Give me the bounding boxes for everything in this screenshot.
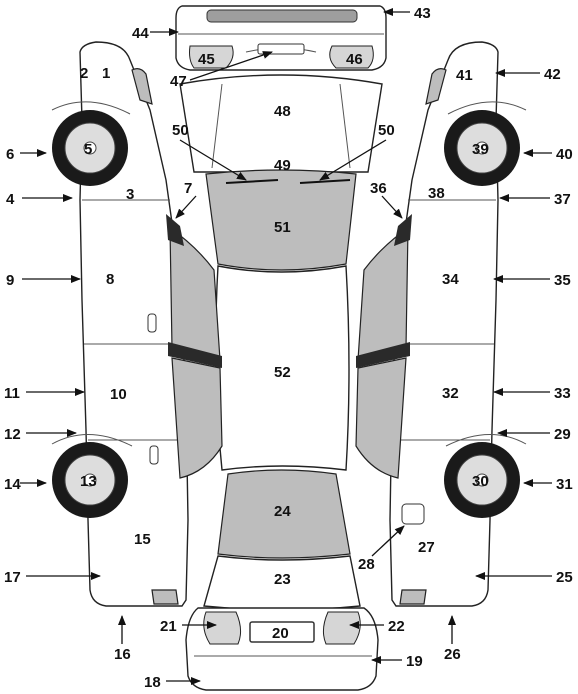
label-43: 43	[414, 5, 431, 22]
label-17: 17	[4, 569, 21, 586]
label-34: 34	[442, 271, 459, 288]
label-10: 10	[110, 386, 127, 403]
front-grille	[207, 10, 357, 22]
label-40: 40	[556, 146, 573, 163]
label-42: 42	[544, 66, 561, 83]
label-2: 2	[80, 65, 88, 82]
label-35: 35	[554, 272, 571, 289]
label-45: 45	[198, 51, 215, 68]
label-48: 48	[274, 103, 291, 120]
label-36: 36	[370, 180, 387, 197]
label-29: 29	[554, 426, 571, 443]
label-8: 8	[106, 271, 114, 288]
label-18: 18	[144, 674, 161, 691]
label-13: 13	[80, 473, 97, 490]
label-27: 27	[418, 539, 435, 556]
rear-light-right	[323, 612, 360, 644]
label-23: 23	[274, 571, 291, 588]
label-15: 15	[134, 531, 151, 548]
label-28: 28	[358, 556, 375, 573]
label-11: 11	[4, 385, 20, 402]
label-50-right: 50	[378, 122, 395, 139]
label-19: 19	[406, 653, 423, 670]
label-51: 51	[274, 219, 291, 236]
label-24: 24	[274, 503, 291, 520]
rear-light-left	[204, 612, 241, 644]
label-3: 3	[126, 186, 134, 203]
label-49: 49	[274, 157, 291, 174]
label-1: 1	[102, 65, 110, 82]
left-front-side-window[interactable]	[170, 228, 220, 360]
label-39: 39	[472, 141, 489, 158]
label-31: 31	[556, 476, 573, 493]
label-41: 41	[456, 67, 473, 84]
label-4: 4	[6, 191, 15, 208]
label-5: 5	[84, 141, 92, 158]
label-9: 9	[6, 272, 14, 289]
label-21: 21	[160, 618, 177, 635]
label-20: 20	[272, 625, 289, 642]
label-7: 7	[184, 180, 192, 197]
label-37: 37	[554, 191, 571, 208]
label-47: 47	[170, 73, 187, 90]
label-44: 44	[132, 25, 149, 42]
label-38: 38	[428, 185, 445, 202]
right-rear-side-window[interactable]	[356, 358, 406, 478]
right-front-side-window[interactable]	[358, 228, 408, 360]
label-6: 6	[6, 146, 14, 163]
label-26: 26	[444, 646, 461, 663]
label-33: 33	[554, 385, 571, 402]
label-32: 32	[442, 385, 459, 402]
label-25: 25	[556, 569, 573, 586]
label-16: 16	[114, 646, 131, 663]
label-30: 30	[472, 473, 489, 490]
label-22: 22	[388, 618, 405, 635]
label-50-left: 50	[172, 122, 189, 139]
label-14: 14	[4, 476, 21, 493]
rear-bumper[interactable]	[186, 608, 378, 690]
left-rear-side-window[interactable]	[172, 358, 222, 478]
label-12: 12	[4, 426, 21, 443]
label-52: 52	[274, 364, 291, 381]
label-46: 46	[346, 51, 363, 68]
